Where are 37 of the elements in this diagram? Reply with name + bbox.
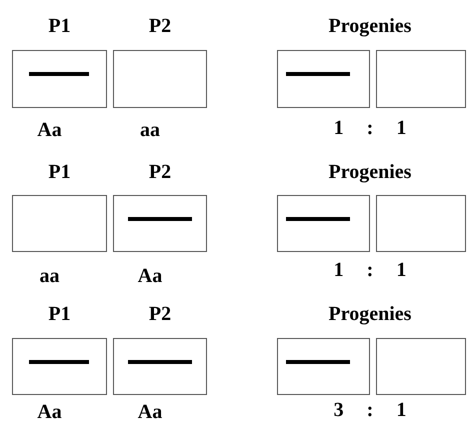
gel-lane-box — [376, 338, 466, 395]
parent-label: P1 — [47, 302, 72, 326]
progenies-heading: Progenies — [328, 160, 412, 184]
genotype-label: aa — [38, 264, 60, 288]
gel-lane-box — [376, 50, 466, 108]
progenies-heading: Progenies — [328, 14, 412, 38]
gel-band — [286, 72, 350, 76]
parent-label: P2 — [148, 160, 172, 184]
gel-lane-box — [376, 195, 466, 252]
genotype-label: aa — [139, 118, 161, 142]
gel-lane-box — [12, 50, 107, 108]
parent-label: P1 — [47, 14, 72, 38]
gel-lane-box — [113, 195, 207, 252]
parent-label: P1 — [47, 160, 72, 184]
segregation-ratio: 3 : 1 — [332, 398, 408, 422]
gel-lane-box — [277, 195, 370, 252]
gel-band — [128, 360, 192, 364]
parent-label: P2 — [148, 302, 172, 326]
gel-band — [286, 360, 350, 364]
gel-band — [286, 216, 350, 220]
gel-lane-box — [113, 50, 207, 108]
gel-band — [29, 360, 89, 364]
genotype-label: Aa — [136, 264, 164, 288]
parent-label: P2 — [148, 14, 172, 38]
progenies-heading: Progenies — [328, 302, 412, 326]
segregation-ratio: 1 : 1 — [332, 116, 408, 140]
gel-band — [128, 216, 192, 220]
segregation-ratio: 1 : 1 — [332, 258, 408, 282]
genotype-label: Aa — [36, 118, 63, 142]
genotype-label: Aa — [136, 400, 164, 424]
gel-lane-box — [277, 50, 370, 108]
gel-lane-box — [12, 338, 107, 395]
gel-band — [29, 72, 89, 76]
gel-lane-box — [277, 338, 370, 395]
gel-lane-box — [12, 195, 107, 252]
gel-lane-box — [113, 338, 207, 395]
genotype-label: Aa — [36, 400, 63, 424]
